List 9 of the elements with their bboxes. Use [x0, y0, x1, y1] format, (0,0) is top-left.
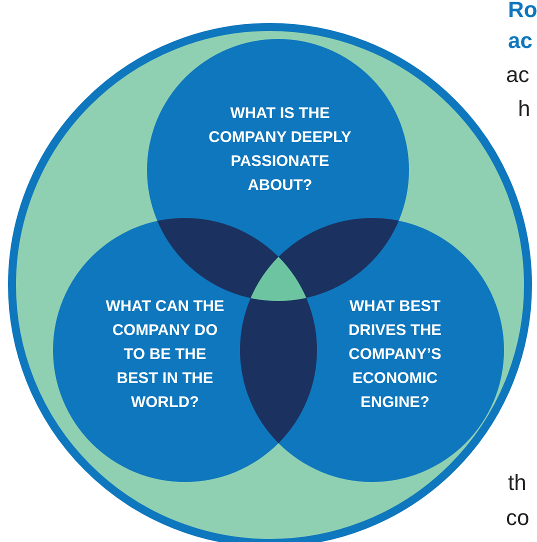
text-fragment: ac [508, 28, 532, 54]
text-fragment: Ro [508, 0, 537, 23]
text-fragment: ac [506, 62, 530, 88]
text-fragment: th [508, 470, 526, 496]
text-fragment: h [518, 96, 530, 122]
text-fragment: co [506, 505, 530, 531]
circle-label: WHAT BEST DRIVES THE COMPANY’S ECONOMIC ENGINE? [347, 297, 442, 413]
circle-label: WHAT IS THE COMPANY DEEPLY PASSIONATE ABOUT? [208, 104, 352, 196]
circle-label: WHAT CAN THE COMPANY DO TO BE THE BEST IN THE WORLD? [104, 297, 226, 413]
